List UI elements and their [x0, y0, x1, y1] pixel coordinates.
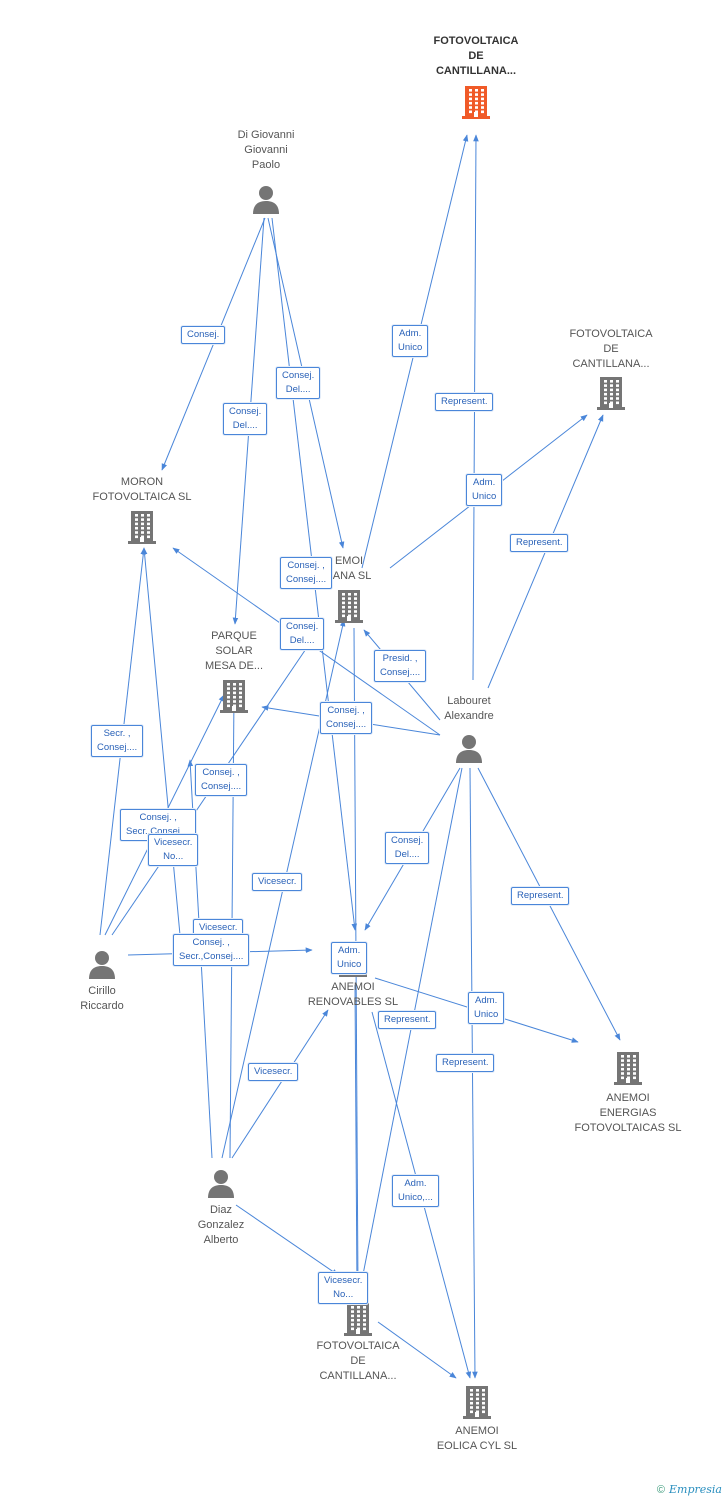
- edge-line: [358, 767, 463, 1291]
- edge-role-label[interactable]: Represent.: [435, 393, 494, 411]
- person-icon[interactable]: [251, 184, 281, 219]
- footer-brand: © Empresia: [657, 1483, 722, 1496]
- node-label-anemoi-eolica[interactable]: ANEMOI EOLICA CYL SL: [436, 1425, 518, 1452]
- person-icon[interactable]: [87, 949, 117, 984]
- node-label-moron[interactable]: MORON FOTOVOLTAICA SL: [92, 476, 192, 503]
- edge-role-label[interactable]: Consej. Del....: [385, 832, 430, 864]
- edge-role-label[interactable]: Consej. , Secr.,Consej....: [173, 934, 250, 966]
- edge-role-label[interactable]: Consej. Del....: [223, 403, 268, 435]
- edge-role-label[interactable]: Vicesecr.: [252, 873, 303, 891]
- edge-role-label[interactable]: Consej. Del....: [280, 618, 325, 650]
- node-label-fv-top[interactable]: FOTOVOLTAICA DE CANTILLANA...: [433, 35, 519, 77]
- node-label-fv-bottom[interactable]: FOTOVOLTAICA DE CANTILLANA...: [316, 1340, 400, 1382]
- edge-line: [161, 217, 266, 471]
- edge-role-label[interactable]: Vicesecr.: [248, 1063, 299, 1081]
- edge-role-label[interactable]: Consej.: [181, 326, 226, 344]
- node-label-labouret[interactable]: Labouret Alexandre: [444, 695, 494, 722]
- edge-role-label[interactable]: Vicesecr. No...: [148, 834, 199, 866]
- edge-role-label[interactable]: Vicesecr. No...: [318, 1272, 369, 1304]
- edge-role-label[interactable]: Secr. , Consej....: [91, 725, 144, 757]
- edge-line: [469, 767, 478, 1379]
- edge-role-label[interactable]: Represent.: [511, 887, 570, 905]
- edge-line: [235, 1204, 339, 1276]
- edge-role-label[interactable]: Adm. Unico: [392, 325, 429, 357]
- edge-role-label[interactable]: Represent.: [436, 1054, 495, 1072]
- edge-role-label[interactable]: Adm. Unico: [468, 992, 505, 1024]
- node-label-cirillo[interactable]: Cirillo Riccardo: [80, 985, 124, 1012]
- building-icon[interactable]: [333, 589, 365, 628]
- building-icon[interactable]: [460, 85, 492, 124]
- edge-role-label[interactable]: Consej. , Consej....: [195, 764, 248, 796]
- person-icon[interactable]: [454, 733, 484, 768]
- edge-line: [231, 1009, 329, 1159]
- edge-role-label[interactable]: Adm. Unico: [331, 942, 368, 974]
- building-icon[interactable]: [461, 1385, 493, 1424]
- edge-role-label[interactable]: Consej. , Consej....: [280, 557, 333, 589]
- node-label-di-giovanni[interactable]: Di Giovanni Giovanni Paolo: [237, 129, 295, 171]
- copyright-symbol: ©: [656, 1484, 665, 1496]
- node-label-anemoi-energias[interactable]: ANEMOI ENERGIAS FOTOVOLTAICAS SL: [574, 1092, 682, 1134]
- edge-role-label[interactable]: Adm. Unico: [466, 474, 503, 506]
- building-icon[interactable]: [595, 376, 627, 415]
- edge-role-label[interactable]: Consej. , Consej....: [320, 702, 373, 734]
- node-label-fv-right[interactable]: FOTOVOLTAICA DE CANTILLANA...: [569, 328, 653, 370]
- node-label-diaz[interactable]: Diaz Gonzalez Alberto: [197, 1204, 245, 1246]
- edge-line: [377, 1321, 457, 1379]
- edge-role-label[interactable]: Represent.: [510, 534, 569, 552]
- edge-role-label[interactable]: Presid. , Consej....: [374, 650, 427, 682]
- brand-logo: Empresia: [669, 1483, 722, 1496]
- building-icon[interactable]: [126, 510, 158, 549]
- edge-role-label[interactable]: Adm. Unico,...: [392, 1175, 439, 1207]
- building-icon[interactable]: [612, 1051, 644, 1090]
- node-label-anemoi-renovables[interactable]: ANEMOI RENOVABLES SL: [307, 981, 399, 1008]
- person-icon[interactable]: [206, 1168, 236, 1203]
- node-label-parque-solar[interactable]: PARQUE SOLAR MESA DE...: [204, 630, 264, 672]
- edge-line: [141, 547, 181, 936]
- edge-role-label[interactable]: Represent.: [378, 1011, 437, 1029]
- building-icon[interactable]: [218, 679, 250, 718]
- node-label-anemoi-cantillana[interactable]: EMOI LANA SL: [326, 555, 372, 582]
- edge-role-label[interactable]: Consej. Del....: [276, 367, 321, 399]
- building-icon[interactable]: [342, 1302, 374, 1341]
- edge-line: [354, 984, 360, 1291]
